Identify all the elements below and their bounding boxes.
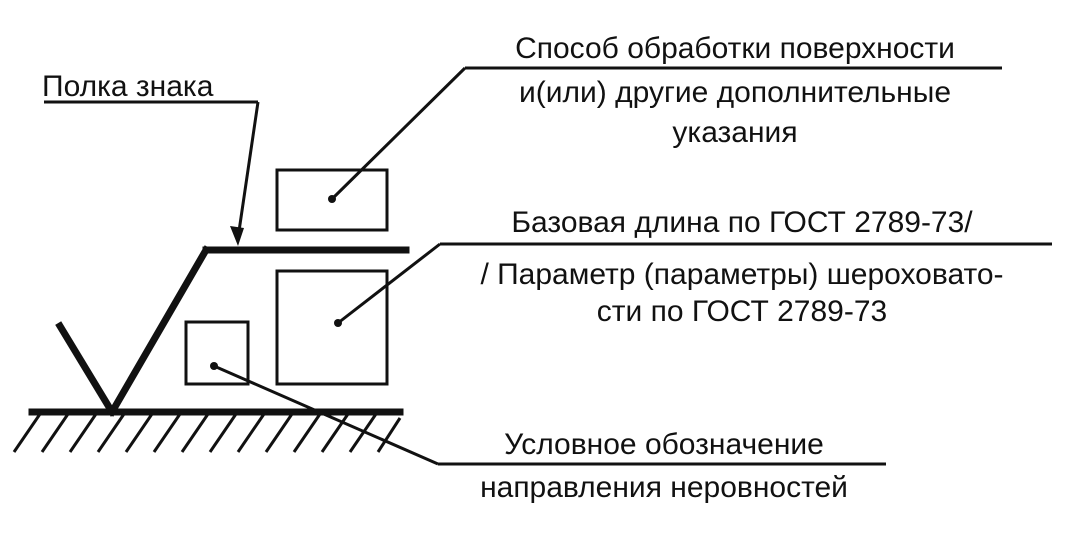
sign-short-leg xyxy=(55,321,117,417)
sign-long-leg xyxy=(107,245,211,417)
roughness-label-line2: сти по ГОСТ 2789-73 xyxy=(597,295,887,328)
surface-hatching xyxy=(12,413,402,453)
processing-label-line1: Способ обработки поверхности xyxy=(515,32,955,65)
processing-box xyxy=(275,168,389,232)
direction-label-line2: направления неровностей xyxy=(480,471,848,504)
processing-leader xyxy=(330,66,467,201)
base-length-label: Базовая длина по ГОСТ 2789-73/ xyxy=(511,206,973,239)
roughness-leader xyxy=(337,242,441,325)
shelf-label: Полка знака xyxy=(42,70,214,103)
roughness-box xyxy=(275,269,389,386)
direction-leader xyxy=(213,364,439,466)
roughness-label-line1: / Параметр (параметры) шероховато- xyxy=(480,258,1003,291)
direction-box xyxy=(184,320,250,386)
processing-label-line3: указания xyxy=(672,116,797,149)
shelf-leader xyxy=(236,101,260,239)
direction-label-line1: Условное обозначение xyxy=(504,428,824,461)
shelf-leader-arrow xyxy=(230,226,244,246)
processing-label-line2: и(или) другие дополнительные xyxy=(519,76,951,109)
